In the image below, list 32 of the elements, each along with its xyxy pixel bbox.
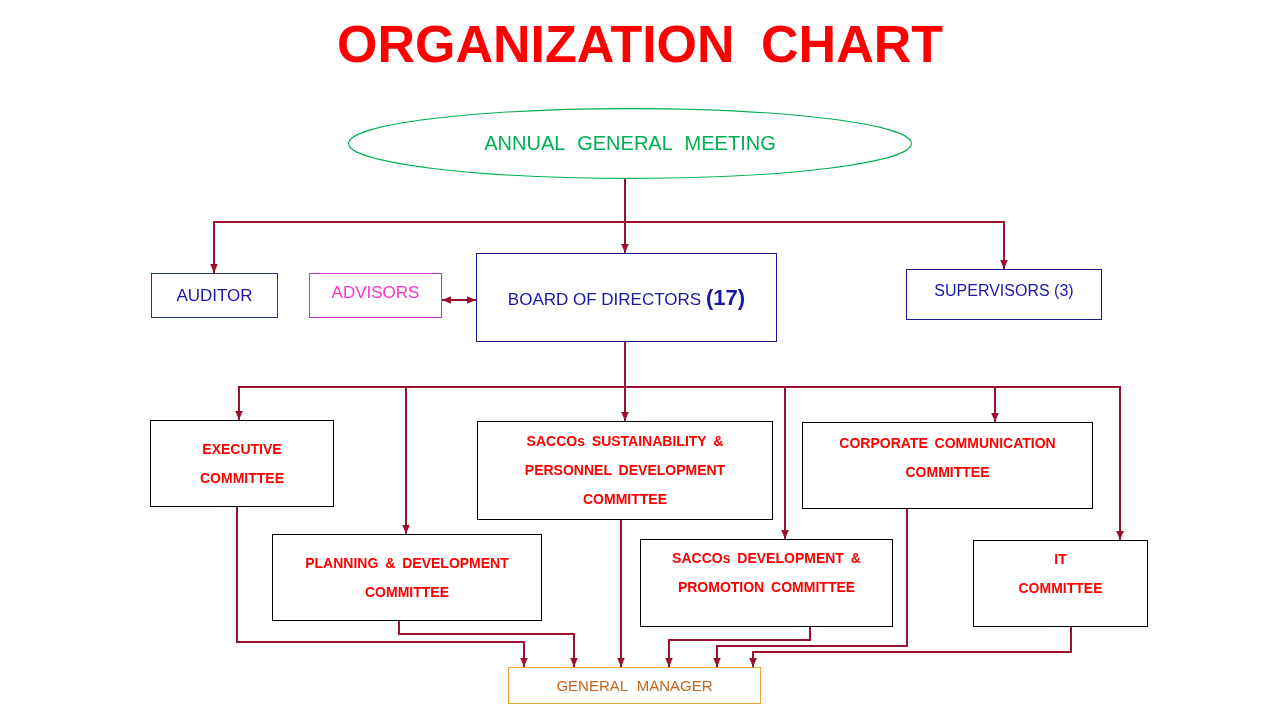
org-box <box>906 269 1102 320</box>
box-label: AUDITOR <box>176 285 253 306</box>
box-label: CORPORATE COMMUNICATION COMMITTEE <box>838 433 1057 482</box>
box-label: SACCOs SUSTAINABILITY & PERSONNEL DEVELOPMENT COMMITTEE <box>523 432 727 509</box>
meeting-ellipse <box>348 108 912 179</box>
org-box <box>309 273 442 318</box>
double-arrow <box>441 296 477 304</box>
box-label: PLANNING & DEVELOPMENT COMMITTEE <box>304 553 510 602</box>
box-label: ADVISORS <box>331 282 420 303</box>
box-label: SACCOs DEVELOPMENT & PROMOTION COMMITTEE <box>671 549 862 597</box>
connector-arrow <box>749 626 1072 668</box>
box-label: BOARD OF DIRECTORS (17) <box>507 284 746 311</box>
chart-title: ORGANIZATION CHART <box>336 14 944 75</box>
connector-arrow <box>617 519 625 668</box>
manager-box <box>508 667 761 704</box>
committee-box <box>640 539 893 627</box>
committee-box <box>973 540 1148 627</box>
committee-box <box>477 421 773 520</box>
box-label: GENERAL MANAGER <box>556 677 713 694</box>
connector-arrow <box>236 506 528 668</box>
committee-box <box>150 420 334 507</box>
box-label: IT COMMITTEE <box>1017 549 1104 598</box>
connector-arrow <box>713 508 908 668</box>
box-label: EXECUTIVE COMMITTEE <box>199 439 285 488</box>
box-label: ANNUAL GENERAL MEETING <box>484 132 776 155</box>
box-label: SUPERVISORS (3) <box>934 281 1074 300</box>
committee-box <box>802 422 1093 509</box>
org-box <box>151 273 278 318</box>
connector-arrow <box>665 626 811 668</box>
connector-arrow <box>398 620 578 668</box>
org-box <box>476 253 777 342</box>
committee-box <box>272 534 542 621</box>
